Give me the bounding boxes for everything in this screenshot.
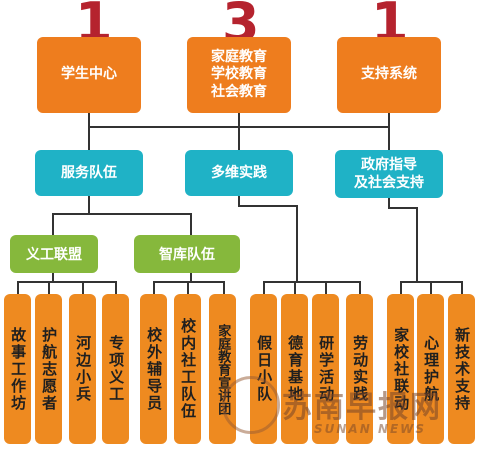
box-service-team: 服务队伍 (35, 150, 143, 196)
connector (325, 281, 327, 295)
leaf-moral-base: 德育基地 (281, 294, 308, 444)
box-government-guidance: 政府指导 及社会支持 (335, 150, 443, 198)
connector (223, 281, 225, 295)
connector (153, 281, 155, 295)
connector (294, 281, 296, 295)
connector (359, 281, 361, 295)
connector (388, 198, 390, 208)
leaf-tech-support: 新技术支持 (448, 294, 475, 444)
leaf-story-workshop: 故事工作坊 (4, 294, 31, 444)
connector (400, 281, 402, 295)
connector (388, 126, 390, 150)
connector (430, 281, 432, 295)
connector (238, 205, 298, 207)
box-three-education: 家庭教育 学校教育 社会教育 (187, 37, 291, 113)
leaf-home-school-community: 家校社联动 (387, 294, 414, 444)
connector (238, 113, 240, 126)
connector (48, 281, 50, 295)
leaf-mental-health: 心理护航 (417, 294, 444, 444)
connector (52, 213, 192, 215)
connector (82, 281, 84, 295)
connector (388, 207, 418, 209)
leaf-guardian-volunteers: 护航志愿者 (35, 294, 62, 444)
connector (52, 213, 54, 235)
connector (190, 213, 192, 235)
connector (115, 281, 117, 295)
leaf-study-activities: 研学活动 (312, 294, 339, 444)
box-think-tank: 智库队伍 (134, 235, 240, 273)
box-support-system: 支持系统 (337, 37, 441, 113)
connector (263, 281, 265, 295)
connector (88, 196, 90, 214)
connector (17, 281, 19, 295)
box-student-center: 学生中心 (37, 37, 141, 113)
connector (88, 126, 90, 150)
leaf-holiday-team: 假日小队 (250, 294, 277, 444)
connector (52, 273, 54, 282)
leaf-labor-practice: 劳动实践 (346, 294, 373, 444)
leaf-external-counselors: 校外辅导员 (140, 294, 167, 444)
connector (153, 281, 225, 283)
connector (296, 205, 298, 282)
connector (263, 281, 361, 283)
connector (238, 126, 240, 150)
connector (88, 113, 90, 126)
connector (416, 207, 418, 282)
leaf-riverside-soldiers: 河边小兵 (69, 294, 96, 444)
leaf-special-volunteers: 专项义工 (102, 294, 129, 444)
connector (17, 281, 117, 283)
connector (388, 113, 390, 126)
leaf-school-social-workers: 校内社工队伍 (174, 294, 201, 444)
box-volunteer-alliance: 义工联盟 (10, 235, 98, 273)
connector (187, 281, 189, 295)
leaf-family-education-lecture: 家庭教育宣讲团 (209, 294, 236, 444)
connector (238, 196, 240, 206)
connector (190, 273, 192, 282)
box-multi-practice: 多维实践 (185, 150, 293, 196)
connector (461, 281, 463, 295)
